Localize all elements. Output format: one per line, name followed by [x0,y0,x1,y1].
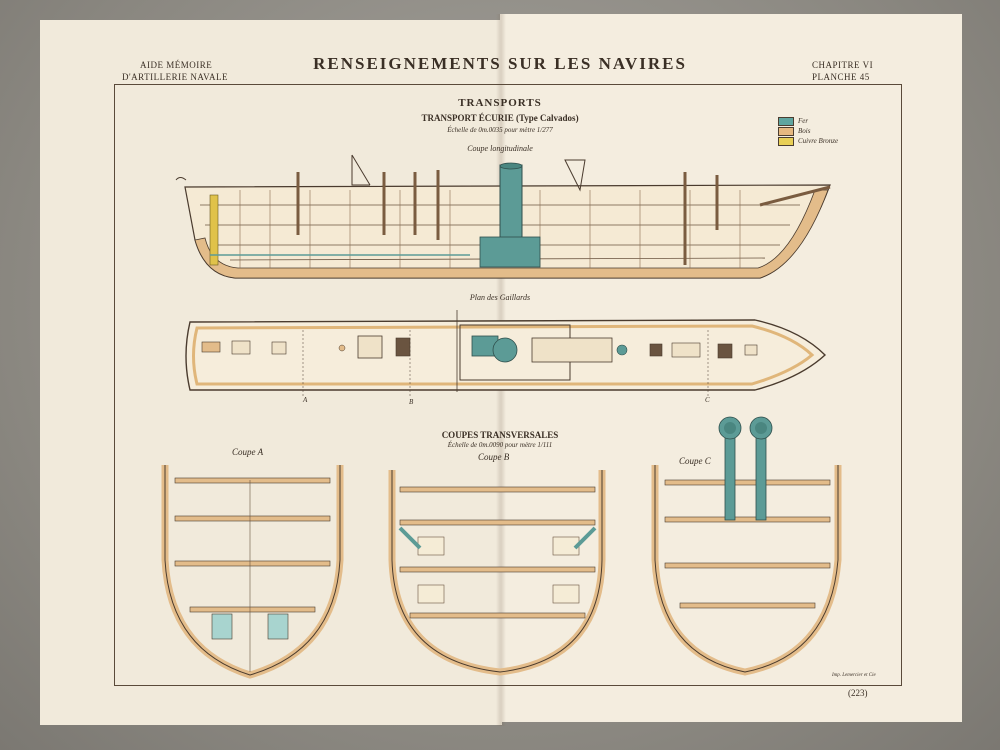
page-title: RENSEIGNEMENTS SUR LES NAVIRES [313,54,687,73]
section-b-label: Coupe B [478,452,510,462]
section-c-label: Coupe C [679,456,711,466]
section-a-label: Coupe A [232,447,264,457]
header-left-line1: AIDE MÉMOIRE [140,60,213,70]
cross-sections-title: COUPES TRANSVERSALES [441,430,559,440]
section-title: TRANSPORTS [458,97,542,109]
deck-plan-drawing [185,310,827,398]
legend-swatch-iron [778,117,794,126]
longitudinal-label: Coupe longitudinale [467,144,533,153]
legend-swatch-wood [778,127,794,136]
cross-section-c-drawing [651,416,842,676]
cross-section-b-drawing [388,470,606,676]
cross-scale-label: Échelle de 0m.0090 pour mètre 1/111 [447,441,553,449]
plate-frame [114,84,902,686]
longitudinal-section-drawing [175,154,831,279]
legend-label-bronze: Cuivre Bronze [798,137,839,145]
deck-plan-label: Plan des Gaillards [469,293,531,302]
ship-subtitle: TRANSPORT ÉCURIE (Type Calvados) [421,113,579,123]
marker-a: A [303,396,308,404]
legend-swatch-bronze [778,137,794,146]
marker-b: B [409,398,414,406]
header-left-line2: D'ARTILLERIE NAVALE [122,72,228,82]
cross-section-a-drawing [161,465,344,679]
marker-c: C [705,396,710,404]
header-right-line2: PLANCHE 45 [812,72,870,82]
page-number: (223) [848,688,868,698]
printer-credit: Imp. Lemercier et Cie [832,673,876,678]
scale-label: Échelle de 0m.0035 pour mètre 1/277 [447,126,553,134]
legend-label-wood: Bois [798,127,811,135]
header-right-line1: CHAPITRE VI [812,60,874,70]
legend-label-iron: Fer [798,117,809,125]
